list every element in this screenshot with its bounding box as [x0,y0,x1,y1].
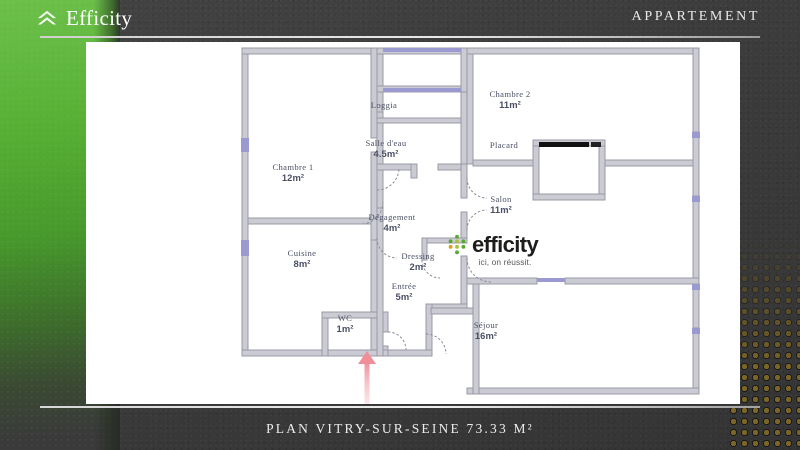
windows [241,48,700,334]
room-area: 11m² [490,204,512,215]
room-name: Placard [490,140,519,150]
room-name: Dressing [401,251,435,261]
room-area: 4.5m² [374,148,399,159]
efficity-watermark: efficity ici, on réussit. [446,234,564,267]
plan-caption: PLAN VITRY-SUR-SEINE 73.33 M² [266,421,534,436]
room-area: 16m² [475,330,497,341]
placard-bar [539,142,589,147]
room-name: Entrée [392,281,417,291]
header-divider [40,36,760,38]
brand-name: Efficity [66,6,133,30]
footer-divider [40,406,760,408]
room-name: Loggia [371,100,397,110]
room-area: 11m² [499,99,521,110]
room-name: Salon [490,194,512,204]
dot-grid-icon [448,234,466,255]
entrance-direction-arrow [358,351,376,404]
room-area: 12m² [282,172,304,183]
room-name: Cuisine [288,248,317,258]
room-name: WC [338,313,353,323]
room-area: 1m² [337,323,354,334]
room-label-placard: Placard [490,140,519,150]
room-area: 8m² [294,258,311,269]
room-name: Salle d'eau [366,138,407,148]
efficity-tagline: ici, on réussit. [478,257,532,267]
room-name: Séjour [474,320,499,330]
room-area: 2m² [410,261,427,272]
page-title: APPARTEMENT [631,9,760,24]
walls [241,47,700,395]
chevron-house-icon [37,10,57,24]
room-name: Dégagement [369,212,416,222]
room-name: Chambre 2 [489,89,530,99]
room-name: Chambre 1 [272,162,313,172]
room-area: 5m² [396,291,413,302]
room-label-loggia: Loggia [371,100,397,110]
efficity-wordmark: efficity [472,232,539,257]
brand: Efficity [36,6,132,31]
door-swings [360,167,492,355]
room-area: 4m² [384,222,401,233]
